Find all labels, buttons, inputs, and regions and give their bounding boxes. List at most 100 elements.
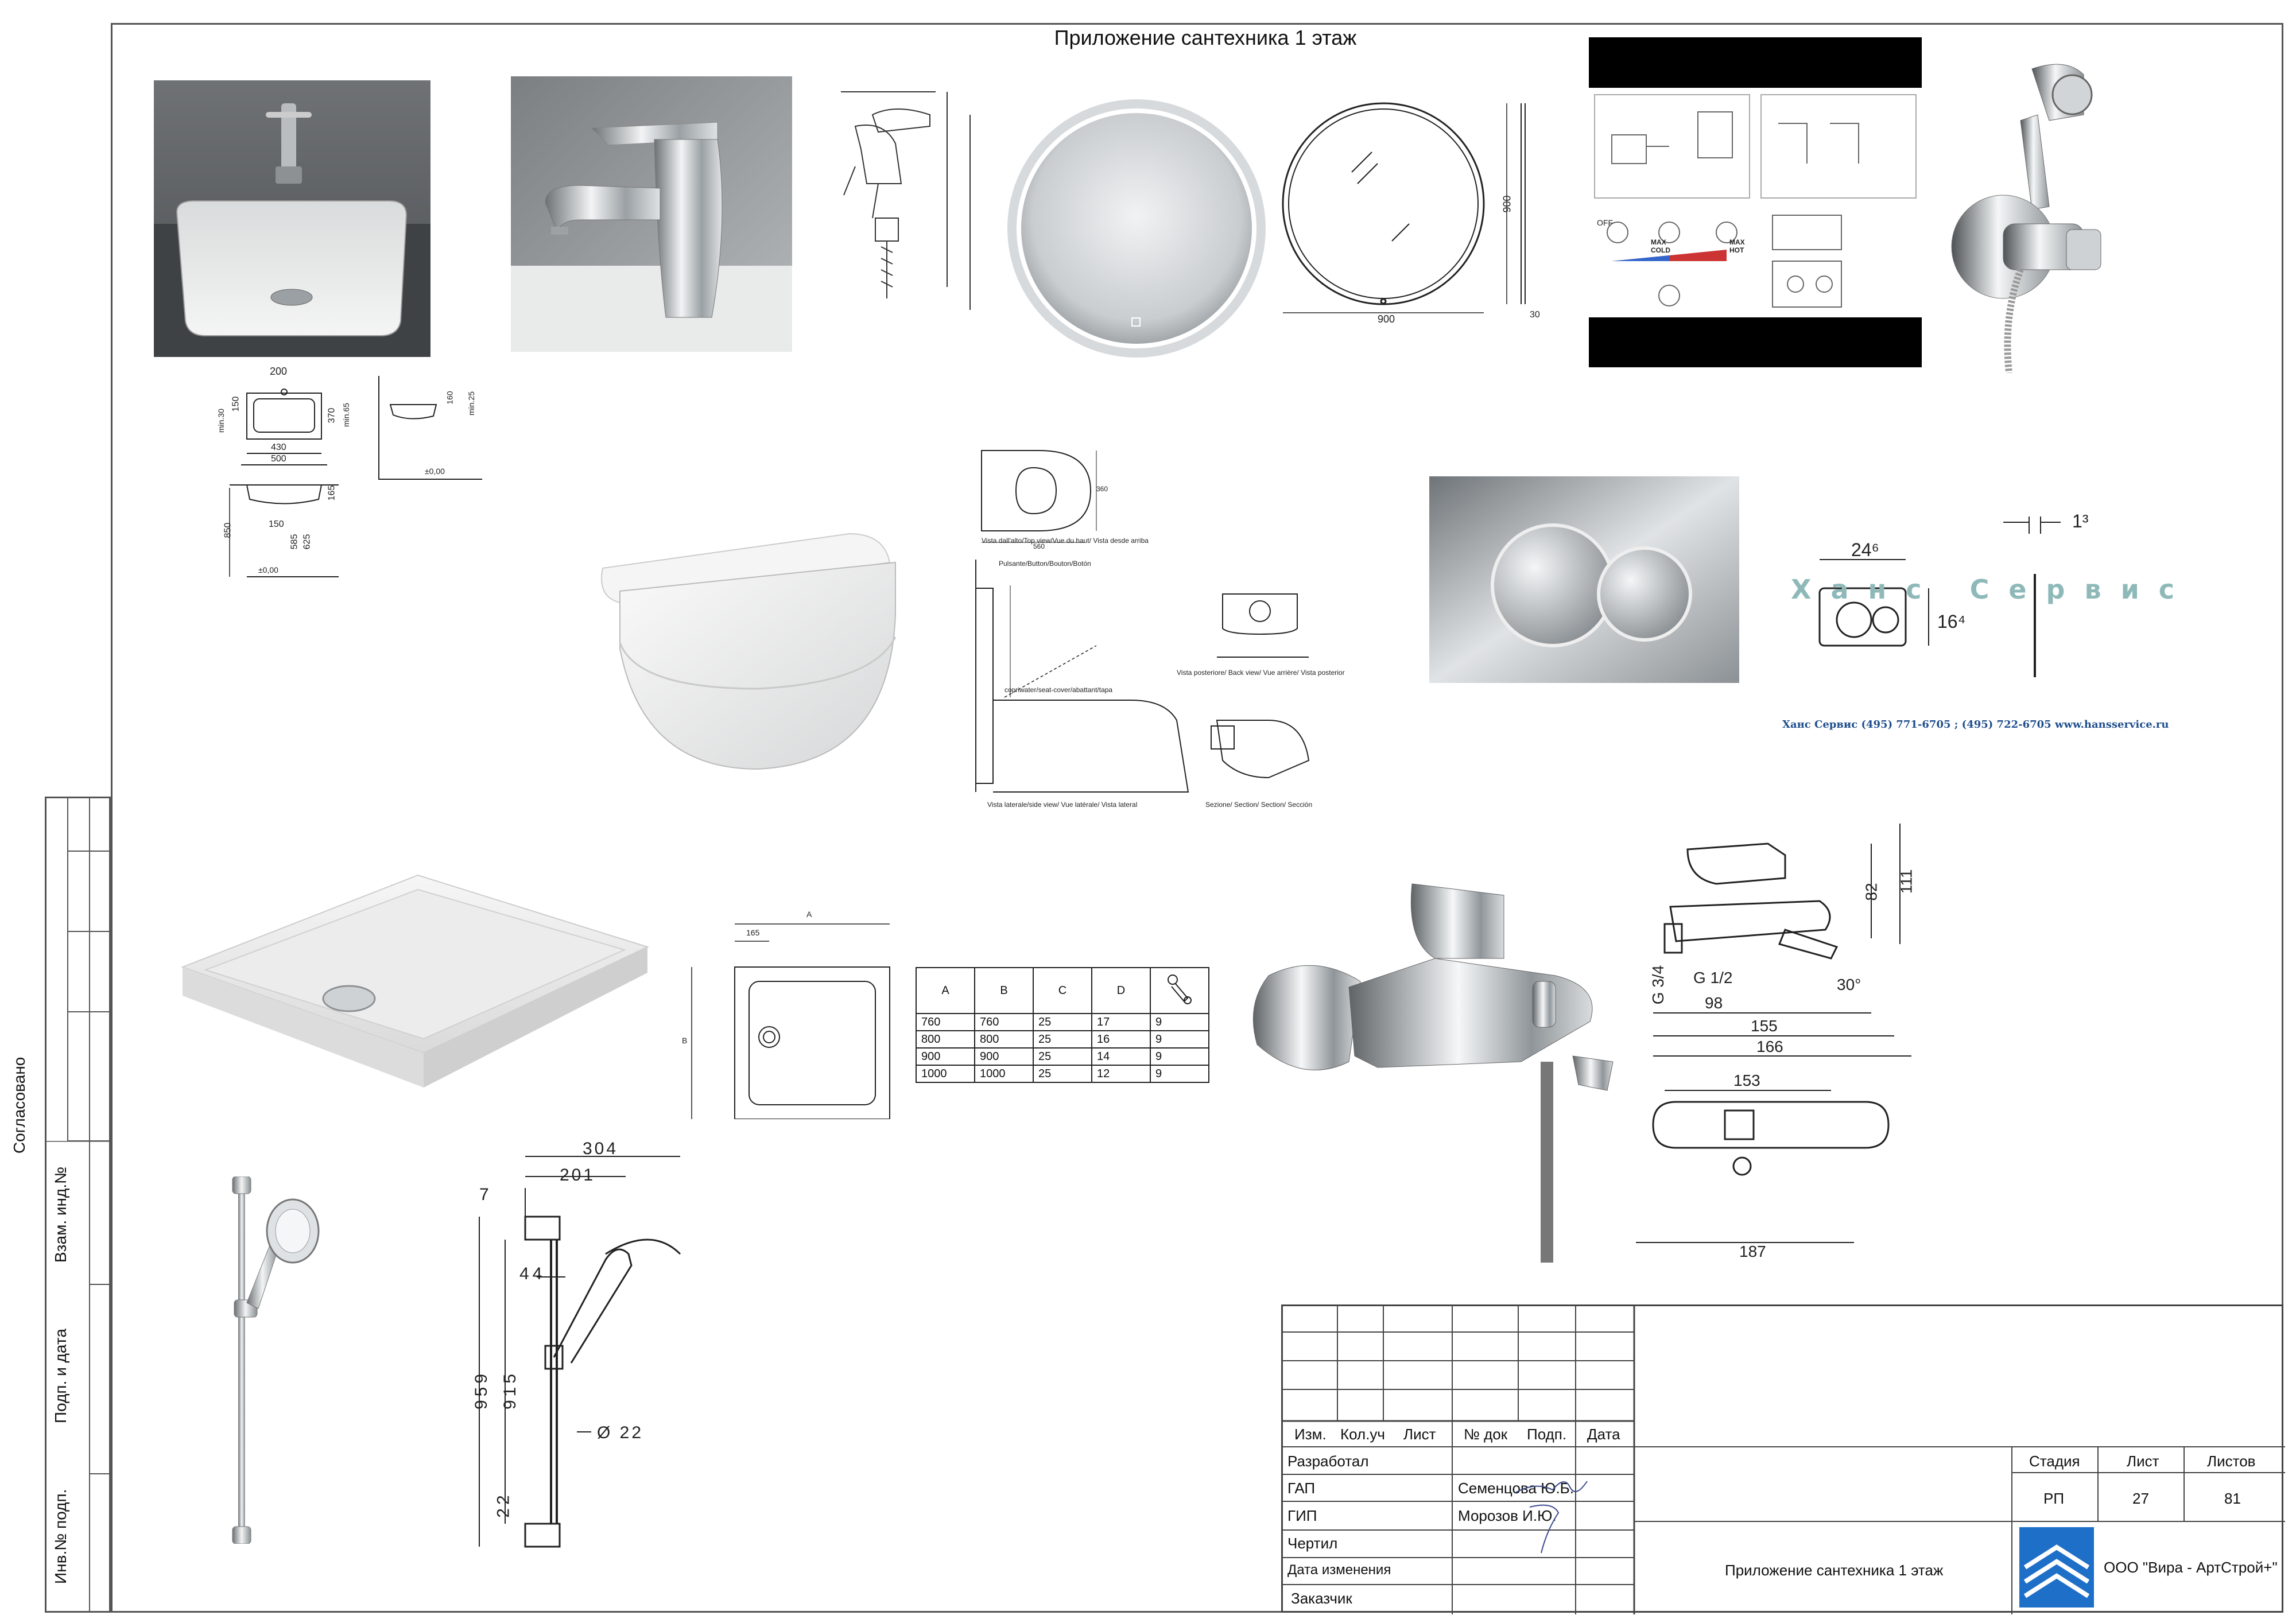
basin-dim-min65: min.65: [342, 402, 351, 428]
signature-gap: [1515, 1481, 1588, 1493]
plate-height: 16⁴: [1937, 611, 1966, 632]
replace-inv-label: Взам. инд.№: [52, 1166, 69, 1263]
rail-dim-22: 22: [494, 1492, 513, 1518]
wc-section-label: Sezione/ Section/ Section/ Sección: [1205, 801, 1313, 809]
stamp-col-date: Дата: [1587, 1426, 1620, 1443]
bidet-max-cold-label: MAX COLD: [1651, 238, 1670, 254]
basin-dim-370: 370: [327, 407, 337, 424]
basin-dim-150: 150: [231, 396, 241, 412]
mixer-dim-187: 187: [1739, 1243, 1766, 1260]
basin-dim-625: 625: [302, 534, 312, 550]
mixer-dim-98: 98: [1705, 994, 1723, 1012]
agreed-label: Согласовано: [10, 1057, 28, 1154]
basin-dim-200: 200: [270, 366, 288, 377]
stamp-col-list: Лист: [1403, 1426, 1436, 1443]
stamp-sheet-value: 27: [2132, 1490, 2149, 1507]
shower-tray-drawing: A 165 B: [677, 910, 895, 1120]
stamp-col-kol: Кол.уч: [1340, 1426, 1385, 1443]
wc-drawings: Vista dall'alto/Top view/Vue du haut/ Vi…: [970, 439, 1406, 818]
basin-dim-160: 160: [445, 391, 455, 405]
stamp-title: Приложение сантехника 1 этаж: [1725, 1562, 1944, 1579]
title-block: Изм. Кол.уч Лист № док Подп. Дата Разраб…: [1281, 1304, 2285, 1614]
side-stamp-grid: [45, 797, 111, 1141]
basin-dim-585: 585: [289, 534, 300, 550]
stamp-company: ООО "Вира - АртСтрой+": [2104, 1559, 2278, 1576]
bath-mixer-drawing: 82 111 G 3/4 G 1/2 98 155 166 30° 153 18…: [1636, 815, 1929, 1263]
shower-rail-photo: [224, 1176, 327, 1544]
mirror-height: 900: [1501, 195, 1513, 213]
bath-mixer-photo: [1234, 872, 1647, 1263]
tray-col-d: D: [1091, 967, 1151, 1014]
basin-dim-min30: min.30: [216, 408, 226, 433]
stamp-stage-header: Стадия: [2029, 1453, 2080, 1470]
wc-back-view-label: Vista posteriore/ Back view/ Vue arrière…: [1177, 669, 1345, 677]
mixer-dim-g12: G 1/2: [1693, 969, 1733, 987]
led-mirror-photo: [1004, 96, 1269, 360]
stamp-col-sign: Подп.: [1527, 1426, 1567, 1443]
mirror-width: 900: [1378, 313, 1395, 325]
stamp-sheet-header: Лист: [2127, 1453, 2159, 1470]
rail-dim-915: 915: [501, 1370, 520, 1410]
stamp-sheets-header: Листов: [2207, 1453, 2256, 1470]
bidet-max-hot-label: MAX HOT: [1729, 238, 1745, 254]
mixer-dim-82: 82: [1862, 883, 1880, 901]
rail-dim-304: 304: [583, 1139, 619, 1158]
stamp-developed: Разработал: [1287, 1453, 1369, 1470]
shower-tray-photo: [177, 864, 653, 1133]
wc-dim-560: 560: [1033, 542, 1045, 550]
basin-dim-zero: ±0,00: [258, 565, 278, 574]
stamp-stage-value: РП: [2043, 1490, 2065, 1507]
drawing-frame: [111, 23, 2283, 1613]
bidet-instruction-sheet: OFF MAX COLD MAX HOT: [1589, 37, 1922, 367]
company-logo-icon: [2019, 1527, 2094, 1608]
drain-icon: [1168, 974, 1192, 1004]
hygienic-shower-photo: [1934, 52, 2135, 374]
mixer-dim-153: 153: [1733, 1071, 1760, 1089]
wc-seat-label: copriwater/seat-cover/abattant/tapa: [1004, 686, 1113, 694]
tray-col-b: B: [974, 967, 1034, 1014]
rail-dim-7: 7: [479, 1185, 489, 1204]
tray-col-c: C: [1033, 967, 1092, 1014]
wall-hung-wc-photo: [585, 499, 907, 798]
bidet-off-label: OFF: [1597, 218, 1613, 227]
basin-dim-850: 850: [223, 522, 233, 538]
shower-rail-drawing: 304 201 7 44 959 915 22 Ø 22: [462, 1139, 692, 1581]
rail-dim-44: 44: [519, 1264, 546, 1283]
side-stamp: [45, 797, 111, 1613]
basin-dim-500: 500: [271, 454, 286, 464]
wc-button-label: Pulsante/Button/Bouton/Botón: [999, 560, 1091, 568]
mixer-dim-155: 155: [1751, 1017, 1778, 1035]
inv-original-label: Инв.№ подп.: [52, 1489, 69, 1584]
mirror-drawing: 900 900 30: [1277, 98, 1547, 327]
plate-depth: 1³: [2072, 511, 2089, 531]
basin-dim-min25: min.25: [467, 391, 476, 416]
tray-dim-165: 165: [746, 928, 760, 937]
mixer-dim-g34: G 3/4: [1649, 965, 1667, 1005]
basin-drawing: 200 430 500 150 min.30 370 min.65 165 15…: [207, 364, 482, 594]
dealer-contact: Ханс Сервис (495) 771-6705 ; (495) 722-6…: [1782, 719, 2169, 731]
mixer-dim-111: 111: [1897, 869, 1915, 894]
flush-plate-photo: [1429, 476, 1739, 683]
basin-faucet-photo: [511, 76, 792, 352]
tray-col-icon: [1150, 967, 1209, 1014]
stamp-gip: ГИП: [1287, 1507, 1317, 1524]
basin-dim-430: 430: [271, 442, 286, 452]
plate-width: 24⁶: [1851, 539, 1879, 560]
basin-photo: [154, 80, 430, 357]
stamp-sheets-value: 81: [2224, 1490, 2241, 1507]
wc-dim-360: 360: [1096, 485, 1108, 493]
wc-side-view-label: Vista laterale/side view/ Vue latérale/ …: [987, 801, 1138, 809]
mixer-dim-166: 166: [1756, 1038, 1783, 1055]
sheet-title: Приложение сантехника 1 этаж: [1054, 26, 1357, 49]
wc-top-view-label: Vista dall'alto/Top view/Vue du haut/ Vi…: [982, 537, 1149, 545]
stamp-gap: ГАП: [1287, 1480, 1316, 1497]
sign-date-label: Подп. и дата: [52, 1329, 69, 1423]
basin-dim-h150: 150: [269, 519, 284, 529]
mirror-depth: 30: [1530, 310, 1540, 320]
stamp-drawn: Чертил: [1287, 1535, 1338, 1552]
